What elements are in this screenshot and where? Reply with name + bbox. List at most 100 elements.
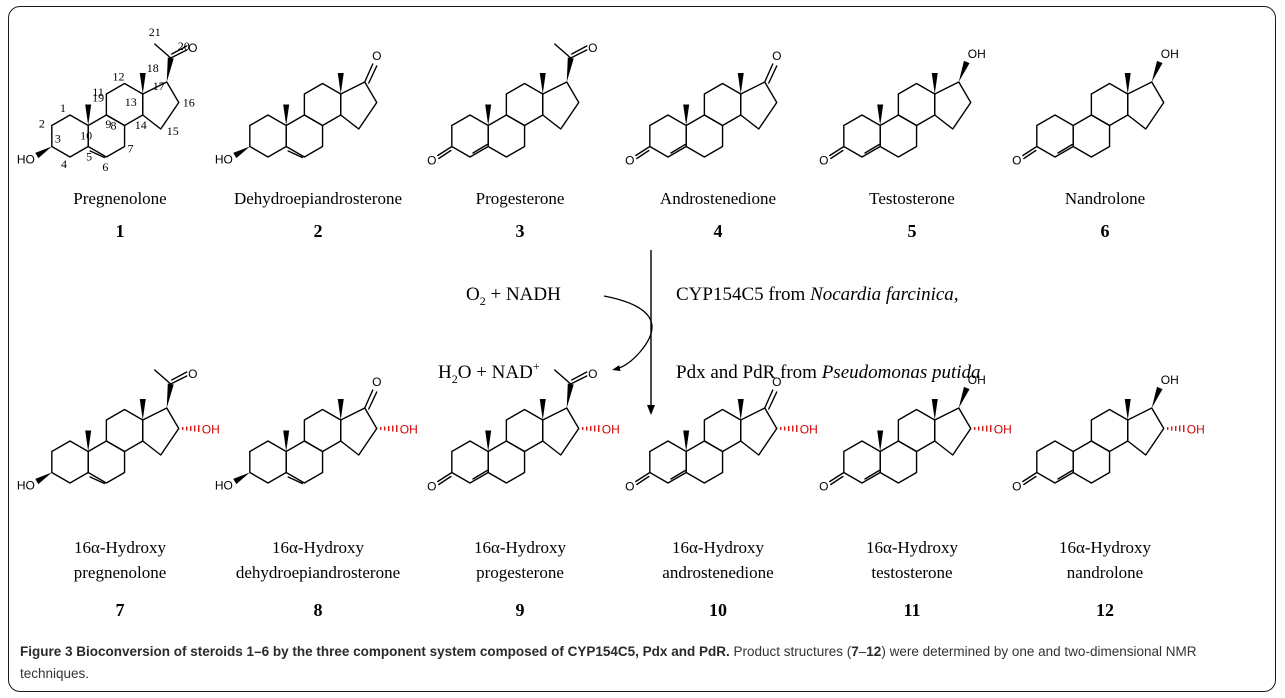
product-name-line2-3: progesterone: [476, 563, 564, 582]
ring-a: [843, 114, 881, 158]
keto-17-bond: [764, 389, 774, 409]
ring-a: [649, 114, 687, 158]
locant-5: 5: [86, 150, 92, 164]
atom-oh-16: OH: [994, 423, 1012, 437]
substrate-number-1: 1: [116, 221, 125, 241]
methyl-c18-wedge: [1124, 399, 1131, 420]
atom-o-17: O: [772, 49, 781, 63]
ring-b: [487, 114, 526, 158]
cofactor-in-o2: O: [466, 284, 480, 305]
atom-oh-16: OH: [1187, 423, 1205, 437]
substrate-name-1: Pregnenolone: [73, 189, 166, 208]
atom-oh-16: OH: [602, 423, 620, 437]
product-name-line1-3: 16α-Hydroxy: [474, 538, 567, 557]
ring-c: [105, 408, 144, 453]
ring-c: [303, 408, 342, 453]
atom-ho-3: HO: [17, 153, 35, 167]
atom-o-3: O: [1012, 154, 1021, 168]
acetyl-carbonyl-bond: [570, 375, 588, 385]
locant-21: 21: [149, 25, 161, 39]
atom-o-17: O: [372, 49, 381, 63]
acetyl-methyl-bond: [154, 43, 172, 59]
caption-range-start: 7: [851, 644, 859, 659]
atom-o-17: O: [772, 375, 781, 389]
atom-ho-3: HO: [215, 153, 233, 167]
methyl-c19-wedge: [877, 430, 884, 452]
locant-9: 9: [105, 117, 111, 131]
acetyl-17-wedge: [566, 383, 574, 408]
hydroxy-3-wedge: [35, 472, 52, 485]
methyl-c18-wedge: [337, 73, 344, 94]
hydroxy-17-wedge: [1151, 386, 1163, 408]
double-bond-c5-c6: [89, 150, 106, 159]
substrate-name-3: Progesterone: [476, 189, 565, 208]
atom-oh-16: OH: [400, 423, 418, 437]
keto-17-bond: [364, 63, 374, 83]
keto-17-bond: [764, 63, 774, 83]
acetyl-carbonyl-bond-2: [171, 45, 188, 55]
ring-d: [740, 81, 778, 130]
atom-o-3: O: [625, 480, 634, 494]
ring-b: [879, 440, 918, 484]
hydroxy-17-wedge: [1151, 60, 1163, 82]
acetyl-17-wedge: [166, 57, 174, 82]
ring-d: [142, 81, 180, 130]
compound-labels: Pregnenolone1Dehydroepiandrosterone2Prog…: [73, 189, 1151, 620]
atom-o-3: O: [819, 154, 828, 168]
locant-10: 10: [80, 129, 92, 143]
caption-text-before: Product structures (: [733, 644, 852, 659]
double-bond-c4-c5: [670, 469, 686, 480]
keto-3-bond-2: [438, 475, 452, 486]
locant-8: 8: [111, 119, 117, 133]
hydroxy-17-wedge: [958, 386, 970, 408]
ring-c: [897, 82, 936, 127]
atom-oh-17: OH: [968, 47, 986, 61]
keto-17-bond-2: [768, 65, 778, 84]
keto-3-bond: [437, 145, 453, 157]
locant-14: 14: [135, 118, 147, 132]
keto-3-bond-2: [636, 475, 650, 486]
ring-a: [1036, 114, 1074, 158]
product-name-line2-1: pregnenolone: [74, 563, 167, 582]
product-number-1: 7: [116, 600, 125, 620]
acetyl-methyl-bond: [554, 43, 572, 59]
atom-oh-17: OH: [1161, 373, 1179, 387]
locant-6: 6: [102, 160, 108, 174]
keto-3-bond-2: [1023, 475, 1037, 486]
locant-2: 2: [39, 117, 45, 131]
ring-a: [649, 440, 687, 484]
ring-b: [1072, 440, 1111, 484]
locant-15: 15: [167, 124, 179, 138]
atom-o-20: O: [588, 41, 597, 55]
keto-3-bond-2: [830, 149, 844, 160]
product-name-line2-5: testosterone: [871, 563, 952, 582]
methyl-c18-wedge: [737, 399, 744, 420]
methyl-c19-wedge: [283, 430, 290, 452]
product-name-line2-4: androstenedione: [662, 563, 773, 582]
methyl-c18-wedge: [539, 73, 546, 94]
atom-ho-3: HO: [215, 479, 233, 493]
acetyl-methyl-bond: [554, 369, 572, 385]
ring-a: [451, 114, 489, 158]
ring-c: [505, 408, 544, 453]
ring-b: [487, 440, 526, 484]
keto-17-bond-2: [368, 391, 378, 410]
keto-3-bond: [829, 145, 845, 157]
ring-d: [142, 407, 180, 456]
double-bond-c5-c6: [287, 150, 304, 159]
acetyl-carbonyl-bond-2: [171, 371, 188, 381]
keto-17-bond-2: [768, 391, 778, 410]
ring-d: [340, 81, 378, 130]
acetyl-carbonyl-bond: [170, 49, 188, 59]
locant-4: 4: [61, 157, 67, 171]
locant-19: 19: [92, 91, 104, 105]
substrate-structure-4: OO: [625, 49, 781, 168]
methyl-c18-wedge: [931, 73, 938, 94]
locant-18: 18: [147, 61, 159, 75]
acetyl-carbonyl-bond-2: [571, 371, 588, 381]
